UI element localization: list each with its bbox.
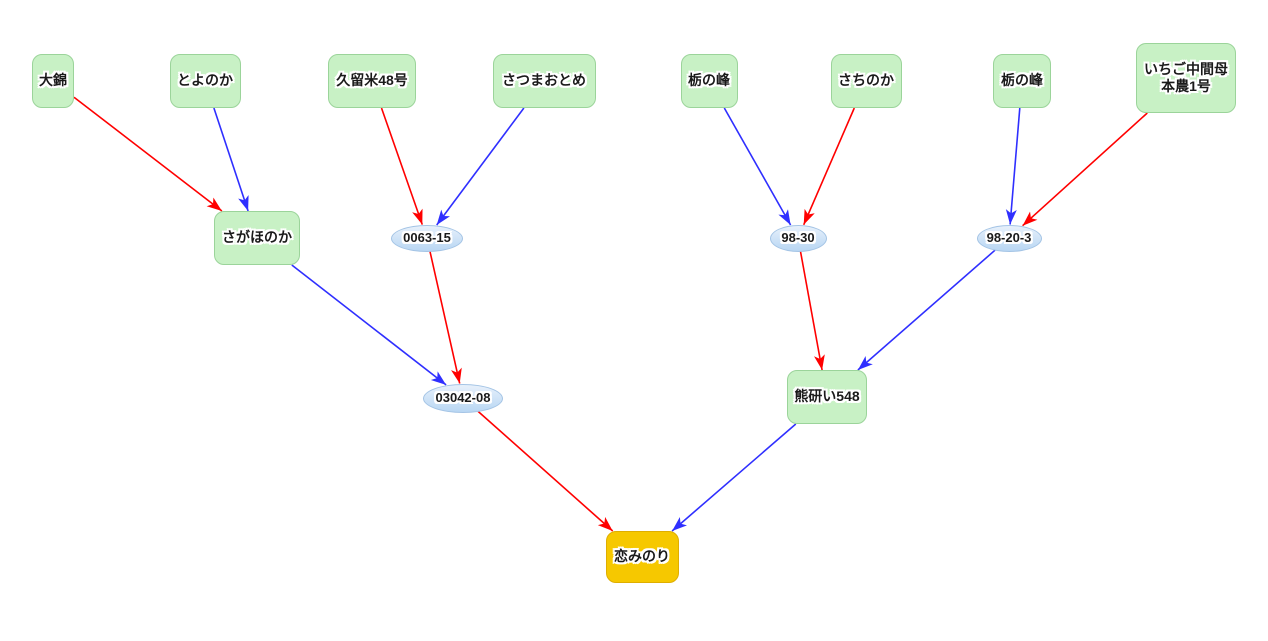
node-label: とよのか	[177, 72, 233, 89]
edge-kumaken-i548-to-koiminori	[671, 423, 797, 532]
node-label: 03042-08	[435, 389, 491, 405]
node-koiminori[interactable]: 恋みのり	[605, 531, 679, 583]
edge-line-0063-15-to-line-03042-08	[429, 251, 462, 384]
node-label: いちご中間母本農1号	[1144, 60, 1228, 95]
node-line-03042-08[interactable]: 03042-08	[423, 383, 503, 413]
node-line-0063-15[interactable]: 0063-15	[391, 224, 463, 252]
node-oonishiki[interactable]: 大錦	[32, 54, 74, 108]
node-label: 98-20-3	[986, 229, 1032, 245]
node-satsumaotome[interactable]: さつまおとめ	[492, 54, 596, 108]
node-toyonoka[interactable]: とよのか	[169, 54, 241, 108]
edge-line-98-30-to-kumaken-i548	[799, 251, 825, 371]
node-ichigo-chukan-bohon-nou1[interactable]: いちご中間母本農1号	[1136, 43, 1236, 113]
edge-sachinoka-to-line-98-30	[802, 107, 856, 226]
edge-tochinomine-1-to-line-98-30	[723, 107, 792, 226]
node-label: さちのか	[838, 72, 894, 89]
edge-ichigo-chukan-bohon-nou1-to-line-98-20-3	[1022, 112, 1148, 227]
node-kumaken-i548[interactable]: 熊研い548	[787, 370, 867, 424]
node-tochinomine-1[interactable]: 栃の峰	[680, 54, 738, 108]
node-line-98-30[interactable]: 98-30	[769, 224, 827, 252]
node-sachinoka[interactable]: さちのか	[830, 54, 902, 108]
edge-tochinomine-2-to-line-98-20-3	[1005, 107, 1021, 225]
edge-sagahonoka-to-line-03042-08	[291, 264, 447, 386]
node-label: 0063-15	[403, 229, 451, 245]
edge-oonishiki-to-sagahonoka	[73, 96, 223, 212]
edge-group	[73, 96, 1148, 532]
edge-line-98-20-3-to-kumaken-i548	[857, 249, 996, 371]
node-label: 熊研い548	[794, 388, 860, 405]
node-label: 大錦	[39, 72, 67, 89]
edge-satsumaotome-to-line-0063-15	[436, 107, 525, 226]
edge-line-03042-08-to-koiminori	[477, 410, 614, 532]
node-label: 久留米48号	[336, 72, 408, 89]
node-label: さつまおとめ	[502, 72, 586, 89]
node-sagahonoka[interactable]: さがほのか	[214, 211, 300, 265]
node-label: 栃の峰	[1001, 72, 1043, 89]
node-label: 恋みのり	[614, 548, 670, 565]
edge-kurume48-to-line-0063-15	[380, 107, 424, 225]
node-kurume48[interactable]: 久留米48号	[328, 54, 416, 108]
node-line-98-20-3[interactable]: 98-20-3	[976, 224, 1042, 252]
node-label: 98-30	[781, 229, 815, 245]
node-tochinomine-2[interactable]: 栃の峰	[993, 54, 1051, 108]
node-label: さがほのか	[222, 229, 292, 246]
edge-toyonoka-to-sagahonoka	[213, 107, 249, 212]
node-label: 栃の峰	[688, 72, 730, 89]
